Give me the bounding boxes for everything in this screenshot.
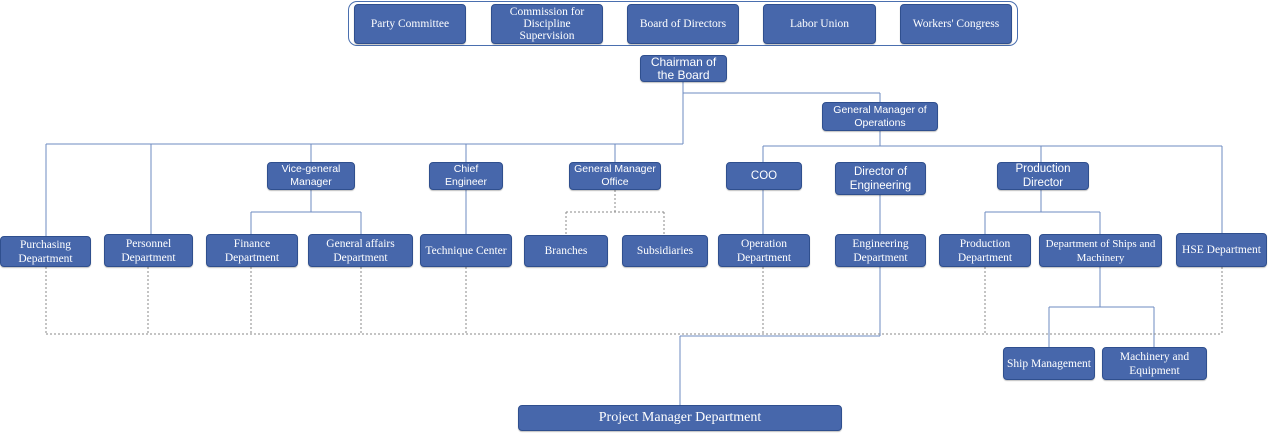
machinery-equipment-label: Machinery and Equipment xyxy=(1119,350,1190,377)
party-committee-label: Party Committee xyxy=(370,18,450,30)
engineering-dept-label: Engineering Department xyxy=(852,237,909,264)
machinery-equipment-box[interactable]: Machinery and Equipment xyxy=(1102,347,1207,380)
gm-office-label: General Manager Office xyxy=(574,163,656,188)
workers-congress-box[interactable]: Workers' Congress xyxy=(900,4,1012,44)
production-director-label: Production Director xyxy=(1015,163,1071,189)
branches-label: Branches xyxy=(544,245,588,257)
chief-engineer-box[interactable]: Chief Engineer xyxy=(429,162,503,190)
project-manager-dept-label: Project Manager Department xyxy=(598,410,762,425)
ship-management-label: Ship Management xyxy=(1007,357,1091,370)
general-affairs-dept-box[interactable]: General affairs Department xyxy=(308,234,413,267)
general-affairs-dept-label: General affairs Department xyxy=(326,237,395,264)
finance-dept-label: Finance Department xyxy=(224,237,280,264)
hse-dept-label: HSE Department xyxy=(1182,244,1261,256)
board-of-directors-label: Board of Directors xyxy=(639,18,727,30)
ship-management-box[interactable]: Ship Management xyxy=(1003,347,1095,380)
board-of-directors-box[interactable]: Board of Directors xyxy=(627,4,739,44)
workers-congress-label: Workers' Congress xyxy=(912,18,1000,30)
gm-operations-label: General Manager of Operations xyxy=(833,103,927,129)
chairman-box[interactable]: Chairman of the Board xyxy=(640,55,727,82)
ships-machinery-dept-label: Department of Ships and Machinery xyxy=(1045,237,1156,264)
director-engineering-box[interactable]: Director of Engineering xyxy=(835,162,926,195)
project-manager-dept-box[interactable]: Project Manager Department xyxy=(518,405,842,431)
discipline-commission-label: Commission for Discipline Supervision xyxy=(509,6,585,42)
coo-label: COO xyxy=(750,170,778,182)
gm-office-box[interactable]: General Manager Office xyxy=(569,162,661,190)
governance-frame xyxy=(348,1,1018,46)
purchasing-dept-label: Purchasing Department xyxy=(18,238,73,265)
engineering-dept-box[interactable]: Engineering Department xyxy=(835,234,926,267)
subsidiaries-box[interactable]: Subsidiaries xyxy=(622,235,708,267)
chief-engineer-label: Chief Engineer xyxy=(444,163,488,188)
finance-dept-box[interactable]: Finance Department xyxy=(206,234,298,267)
subsidiaries-label: Subsidiaries xyxy=(636,245,694,257)
ships-machinery-dept-box[interactable]: Department of Ships and Machinery xyxy=(1039,234,1162,267)
branches-box[interactable]: Branches xyxy=(524,235,608,267)
labor-union-label: Labor Union xyxy=(789,18,850,30)
chairman-label: Chairman of the Board xyxy=(650,54,717,82)
labor-union-box[interactable]: Labor Union xyxy=(763,4,876,44)
production-dept-box[interactable]: Production Department xyxy=(939,234,1031,267)
purchasing-dept-box[interactable]: Purchasing Department xyxy=(0,236,91,267)
production-director-box[interactable]: Production Director xyxy=(997,162,1089,190)
production-dept-label: Production Department xyxy=(957,237,1013,264)
vice-gm-label: Vice-general Manager xyxy=(281,163,341,188)
party-committee-box[interactable]: Party Committee xyxy=(354,4,466,44)
hse-dept-box[interactable]: HSE Department xyxy=(1176,233,1267,267)
technique-center-box[interactable]: Technique Center xyxy=(420,234,512,267)
vice-gm-box[interactable]: Vice-general Manager xyxy=(267,162,355,190)
technique-center-label: Technique Center xyxy=(425,244,507,257)
coo-box[interactable]: COO xyxy=(726,162,802,190)
personnel-dept-box[interactable]: Personnel Department xyxy=(104,234,193,267)
operation-dept-label: Operation Department xyxy=(736,237,792,264)
operation-dept-box[interactable]: Operation Department xyxy=(718,234,810,267)
director-engineering-label: Director of Engineering xyxy=(849,165,912,192)
personnel-dept-label: Personnel Department xyxy=(121,237,176,264)
gm-operations-box[interactable]: General Manager of Operations xyxy=(822,102,938,131)
discipline-commission-box[interactable]: Commission for Discipline Supervision xyxy=(491,4,603,44)
